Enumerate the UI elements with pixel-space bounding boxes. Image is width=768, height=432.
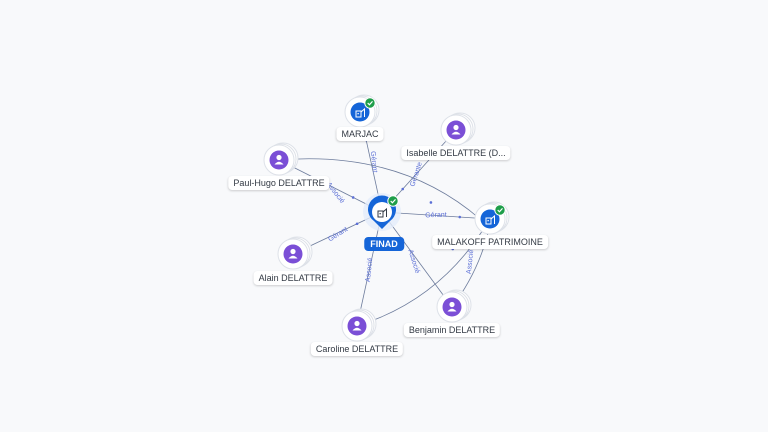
edge-label: Gérante <box>409 161 424 187</box>
node-finad[interactable] <box>363 193 401 231</box>
node-marjac[interactable] <box>344 94 380 128</box>
edge-arrow <box>429 201 433 204</box>
person-icon <box>288 248 298 259</box>
edge-benjamin-finad <box>381 211 453 308</box>
edge-paulhugo-finad <box>278 159 383 213</box>
verified-check-icon <box>364 97 376 109</box>
edge-label: Gérant <box>369 151 378 173</box>
edge-arrow <box>355 222 359 226</box>
edge-label: Gérant <box>425 212 447 220</box>
node-isabelle[interactable] <box>440 112 476 146</box>
building-icon <box>355 107 365 118</box>
edge-arrow <box>401 187 405 191</box>
building-icon <box>485 214 495 225</box>
node-label-alain[interactable]: Alain DELATTRE <box>253 271 333 285</box>
node-benjamin[interactable] <box>436 289 472 323</box>
node-label-caroline[interactable]: Caroline DELATTRE <box>310 342 404 356</box>
edge-label: Associé <box>466 249 476 274</box>
edge-arrow <box>458 215 462 219</box>
edge-paulhugo-malakoff <box>278 158 481 220</box>
node-caroline[interactable] <box>341 308 377 342</box>
node-label-marjac[interactable]: MARJAC <box>336 127 384 141</box>
edge-label: Associé <box>365 257 375 282</box>
edge-arrow <box>351 196 355 199</box>
person-icon <box>274 154 284 165</box>
person-icon <box>352 320 362 331</box>
edge-label: Gérant <box>327 226 349 243</box>
node-label-paulhugo[interactable]: Paul-Hugo DELATTRE <box>228 176 330 190</box>
person-icon <box>447 301 457 312</box>
node-label-malakoff[interactable]: MALAKOFF PATRIMOINE <box>432 235 548 249</box>
verified-check-icon <box>494 204 506 216</box>
nodes-layer <box>263 94 510 342</box>
node-label-finad[interactable]: FINAD <box>364 237 404 251</box>
person-icon <box>451 124 461 135</box>
node-label-isabelle[interactable]: Isabelle DELATTRE (D... <box>401 146 511 160</box>
building-icon <box>377 207 387 218</box>
node-label-benjamin[interactable]: Benjamin DELATTRE <box>403 323 501 337</box>
verified-check-icon <box>387 195 399 207</box>
node-malakoff[interactable] <box>474 201 510 235</box>
node-paulhugo[interactable] <box>263 142 299 176</box>
edge-caroline-finad <box>356 211 383 327</box>
node-alain[interactable] <box>277 236 313 270</box>
